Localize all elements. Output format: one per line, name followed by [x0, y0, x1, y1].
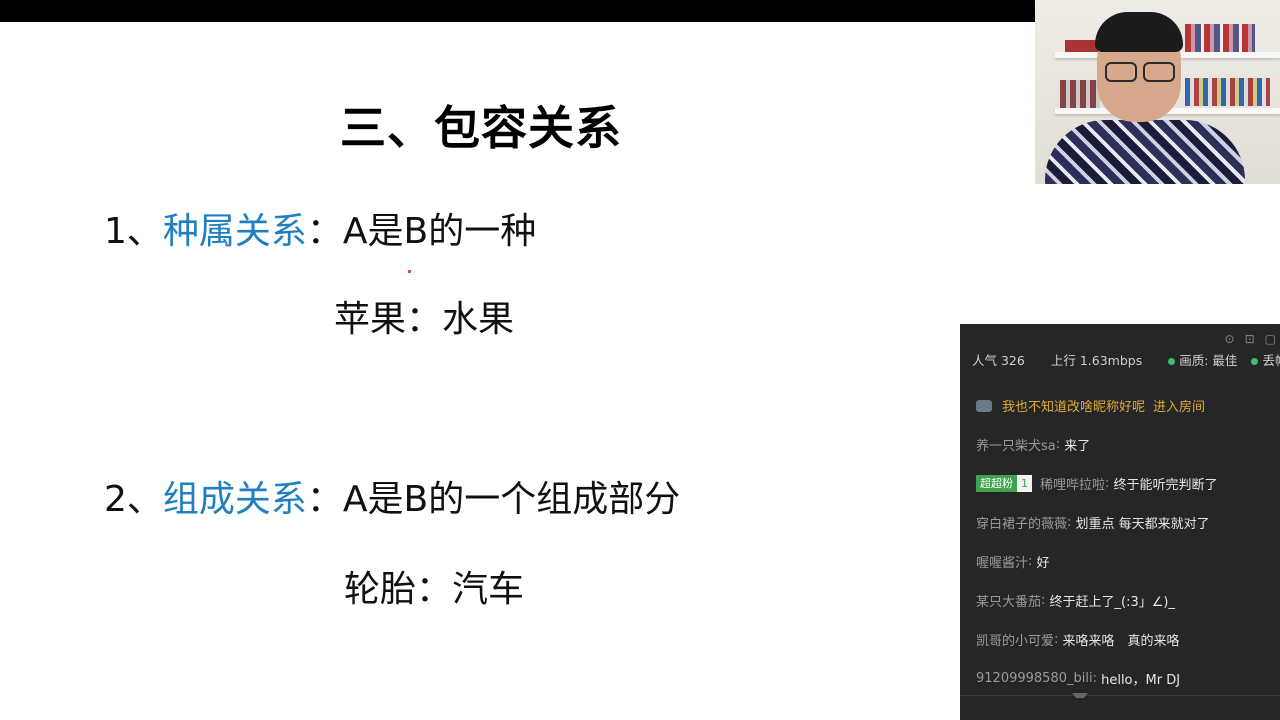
- presenter-hair: [1095, 12, 1183, 52]
- chat-text: 终于赶上了_(:3」∠)_: [1049, 595, 1175, 610]
- list-item: 穿白裙子的薇薇: 划重点 每天都来就对了: [976, 515, 1210, 532]
- glasses-icon: [1105, 62, 1175, 82]
- slide-title: 三、包容关系: [340, 101, 622, 155]
- user-avatar-icon: [976, 399, 992, 412]
- webcam-overlay: [1035, 0, 1280, 184]
- chat-username[interactable]: 凯哥的小可爱: [976, 634, 1055, 649]
- lock-icon[interactable]: ⊡: [1244, 332, 1255, 346]
- status-dot-icon: [1251, 358, 1259, 365]
- item-number: 1、: [104, 211, 163, 252]
- chat-text: 划重点 每天都来就对了: [1075, 517, 1210, 532]
- danmaku-chat-panel: ⊙ ⊡ ▢ 人气 326 上行 1.63mbps 画质: 最佳 丢帧 0.0% …: [960, 324, 1280, 720]
- stray-dot: [408, 270, 411, 273]
- chat-username[interactable]: 稀哩哔拉啦: [1040, 478, 1106, 493]
- item-definition: ：A是B的一种: [306, 211, 537, 252]
- chat-text: 来了: [1064, 439, 1091, 454]
- chat-text: 进入房间: [1153, 400, 1206, 415]
- list-item: 91209998580_bili: hello，Mr DJ: [976, 671, 1181, 688]
- chat-text: 来咯来咯 真的来咯: [1062, 634, 1180, 649]
- example-1: 苹果：水果: [334, 299, 515, 340]
- presenter-shirt: [1045, 120, 1245, 184]
- chat-username[interactable]: 喔喔酱汁: [976, 556, 1029, 571]
- list-item: 喔喔酱汁: 好: [976, 554, 1050, 571]
- upload-rate: 上行 1.63mbps: [1050, 353, 1143, 368]
- top-black-bar: [0, 0, 1280, 22]
- chat-username[interactable]: 某只大番茄: [976, 595, 1042, 610]
- relation-item-2: 2、组成关系：A是B的一个组成部分: [104, 470, 680, 522]
- chat-text: 终于能听完判断了: [1113, 478, 1218, 493]
- item-definition: ：A是B的一个组成部分: [306, 479, 681, 520]
- stream-stats: 人气 326 上行 1.63mbps 画质: 最佳 丢帧 0.0%: [972, 350, 1280, 369]
- frameloss-status: 丢帧 0.0%: [1262, 353, 1280, 368]
- chat-username[interactable]: 养一只柴犬sa: [976, 439, 1056, 454]
- item-number: 2、: [104, 479, 163, 520]
- panel-divider: [960, 695, 1280, 696]
- item-term: 组成关系: [162, 479, 307, 520]
- chat-text: 好: [1036, 556, 1050, 571]
- chevron-down-icon[interactable]: [1072, 693, 1088, 702]
- popularity-count: 人气 326: [972, 353, 1025, 368]
- relation-item-1: 1、种属关系：A是B的一种: [104, 202, 536, 254]
- example-2: 轮胎：汽车: [344, 569, 525, 610]
- quality-status: 画质: 最佳: [1179, 353, 1238, 368]
- list-item: 我也不知道改啥昵称好呢 进入房间: [976, 386, 1280, 425]
- chat-username[interactable]: 我也不知道改啥昵称好呢: [1002, 400, 1146, 415]
- status-dot-icon: [1168, 358, 1176, 365]
- settings-icon[interactable]: ⊙: [1224, 332, 1235, 346]
- list-item: 养一只柴犬sa: 来了: [976, 437, 1091, 454]
- window-icon[interactable]: ▢: [1264, 332, 1276, 346]
- chat-username[interactable]: 穿白裙子的薇薇: [976, 517, 1068, 532]
- list-item: 凯哥的小可爱: 来咯来咯 真的来咯: [976, 632, 1180, 649]
- chat-text: hello，Mr DJ: [1101, 673, 1181, 688]
- item-term: 种属关系: [162, 211, 307, 252]
- list-item: 某只大番茄: 终于赶上了_(:3」∠)_: [976, 593, 1175, 610]
- chat-username[interactable]: 91209998580_bili: [976, 671, 1093, 686]
